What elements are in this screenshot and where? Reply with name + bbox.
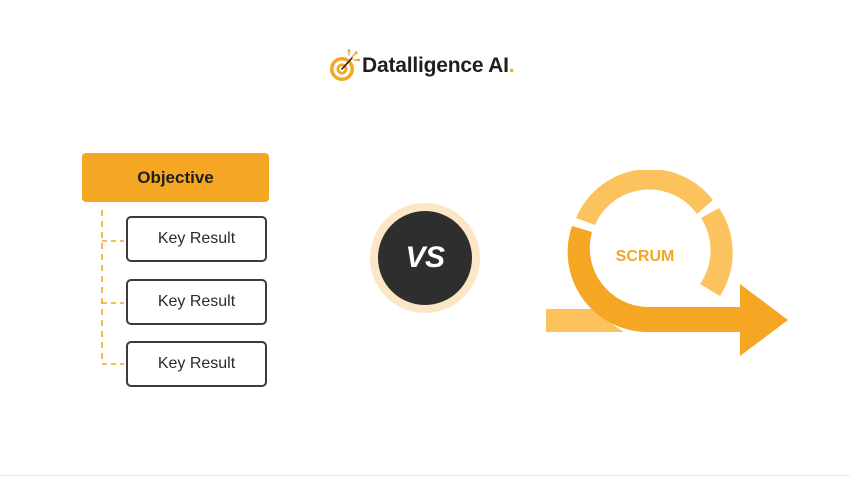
- vs-label: VS: [378, 211, 472, 305]
- brand-logo: Datalligence AI.: [328, 46, 515, 86]
- key-result-box: Key Result: [126, 341, 267, 387]
- key-result-box: Key Result: [126, 279, 267, 325]
- brand-name: Datalligence AI.: [362, 54, 515, 77]
- objective-box: Objective: [82, 153, 269, 202]
- brand-dot: .: [508, 54, 515, 77]
- vs-badge: VS: [370, 203, 480, 313]
- footer-divider: [0, 475, 850, 476]
- scrum-cycle-arrow-icon: [546, 170, 788, 356]
- target-icon: [330, 49, 360, 81]
- key-result-box: Key Result: [126, 216, 267, 262]
- scrum-label: SCRUM: [615, 248, 675, 265]
